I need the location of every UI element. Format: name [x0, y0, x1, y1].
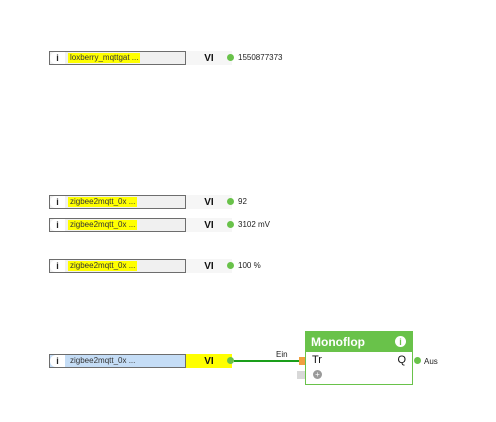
monoflop-header: Monoflop i — [306, 332, 412, 352]
output-port[interactable] — [414, 357, 421, 364]
output-port[interactable] — [227, 198, 234, 205]
virtual-input-block[interactable]: i zigbee2mqtt_0x ... VI — [49, 259, 232, 273]
info-icon[interactable]: i — [50, 219, 65, 231]
block-name: zigbee2mqtt_0x ... — [68, 220, 138, 230]
output-port[interactable] — [227, 357, 234, 364]
block-value: 1550877373 — [238, 53, 283, 62]
virtual-input-block[interactable]: i zigbee2mqtt_0x ... VI — [49, 218, 232, 232]
output-q: Q — [397, 354, 406, 366]
block-name: zigbee2mqtt_0x ... — [68, 197, 138, 207]
info-icon[interactable]: i — [50, 260, 65, 272]
monoflop-title: Monoflop — [311, 335, 365, 349]
virtual-input-block[interactable]: i loxberry_mqttgat ... VI — [49, 51, 232, 65]
block-value: 3102 mV — [238, 220, 271, 229]
output-label: Aus — [424, 357, 438, 366]
block-type: VI — [185, 218, 232, 232]
info-icon[interactable]: i — [50, 355, 65, 367]
add-input-icon[interactable]: + — [313, 370, 322, 379]
block-type: VI — [185, 354, 232, 368]
info-icon[interactable]: i — [50, 52, 65, 64]
block-type: VI — [185, 51, 232, 65]
output-port[interactable] — [227, 221, 234, 228]
input-tr: Tr — [312, 354, 322, 366]
virtual-input-block-selected[interactable]: i zigbee2mqtt_0x ... VI — [49, 354, 232, 368]
monoflop-block[interactable]: Monoflop i Tr Q + — [305, 331, 413, 385]
info-icon[interactable]: i — [395, 336, 406, 347]
block-type: VI — [185, 259, 232, 273]
input-port[interactable] — [299, 357, 305, 365]
block-name: zigbee2mqtt_0x ... — [68, 261, 138, 271]
block-type: VI — [185, 195, 232, 209]
output-port[interactable] — [227, 54, 234, 61]
input-label: Ein — [276, 350, 288, 359]
input-port-extra[interactable] — [297, 371, 305, 379]
output-port[interactable] — [227, 262, 234, 269]
info-icon[interactable]: i — [50, 196, 65, 208]
block-value: 100 % — [238, 261, 261, 270]
block-name: zigbee2mqtt_0x ... — [70, 356, 136, 365]
block-name: loxberry_mqttgat ... — [68, 53, 141, 63]
block-value: 92 — [238, 197, 247, 206]
virtual-input-block[interactable]: i zigbee2mqtt_0x ... VI — [49, 195, 232, 209]
